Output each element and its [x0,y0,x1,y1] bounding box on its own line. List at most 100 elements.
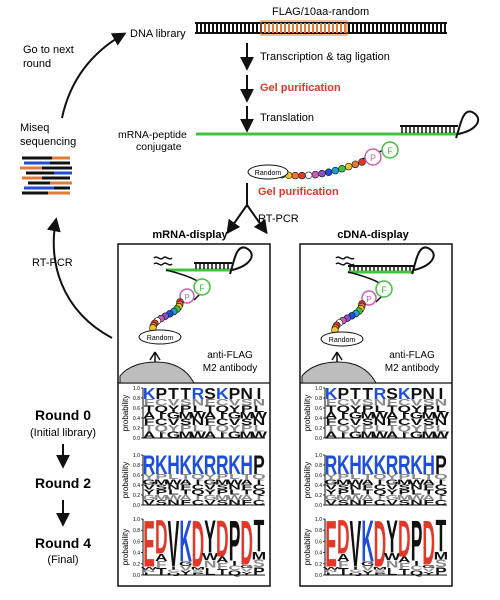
logo-letter: L [168,488,179,496]
logo-letter: S [253,558,265,570]
peptide-bead [298,171,306,180]
logo-letter: W [226,478,243,486]
logo-letter: A [204,430,217,440]
logo-letter: P [155,473,167,481]
logo-letter: V [229,417,242,427]
logo-letter: C [349,569,362,573]
logo-letter: I [159,430,164,440]
logo-letter: W [372,430,390,440]
logo-letter: S [362,417,374,427]
logo-letter: A [361,493,374,501]
logo-letter: I [402,430,407,440]
logo-letter: T [241,488,252,496]
logo-letter: C [192,483,205,491]
logo-letter: W [433,410,451,420]
logo-letter: G [385,493,399,501]
logo-letter: F [156,559,167,570]
logo-letter: Y [350,404,363,414]
logo-y-label: probability [121,462,130,498]
random-region-mrna-panel [138,329,182,345]
peptide-bead [311,170,320,179]
p-tag-label-conjugate: P [370,153,376,163]
logo-letter: G [167,410,181,420]
logo-letter: G [179,560,193,567]
logo-letter: N [435,397,448,407]
logo-letter: A [143,410,156,420]
logo-letter: W [408,493,425,501]
logo-letter-top: D [155,510,168,565]
peptide-bead [318,169,326,178]
logo-letter: N [349,483,362,491]
logo-letter: L [411,473,422,481]
logo-tick-label: 1.0 [315,453,322,459]
logo-tick-label: 0.4 [133,416,140,422]
logo-tick-label: 1.0 [133,517,140,523]
logo-letter: V [229,397,242,407]
logo-tick-label: 1.0 [133,386,140,392]
logo-letter: N [374,397,387,407]
dna-library-duplex [195,20,447,36]
logo-letter: L [229,488,240,496]
logo-letter: Y [362,569,374,576]
f-tag-label-conjugate: F [387,146,393,156]
logo-letter: I [220,410,225,420]
logo-letter: A [325,430,338,440]
logo-tick-label: 0.0 [133,573,140,579]
logo-letter: C [435,499,448,507]
logo-letter: Y [143,473,155,481]
logo-letter: V [168,397,181,407]
logo-letter-top: T [180,386,191,403]
logo-letter: I [402,410,407,420]
logo-letter: A [361,478,374,486]
logo-letter-top: H [422,450,435,480]
logo-letter: C [167,569,180,573]
logo-letter: L [254,423,265,433]
gel-purification-2: Gel purification [258,186,339,198]
logo-letter: I [256,493,261,501]
logo-letter: V [180,565,192,572]
logo-letter: Y [411,404,424,414]
logo-letter: N [204,559,217,571]
logo-letter: T [362,473,373,481]
logo-letter: C [374,483,387,491]
logo-letter: V [386,499,398,507]
logo-letter: P [180,423,192,433]
logo-letter: G [324,478,338,486]
logo-letter: S [216,483,228,491]
logo-letter-top: V [168,508,180,582]
logo-letter: P [398,473,410,481]
logo-letter: Y [180,569,192,576]
logo-letter: V [143,483,155,491]
antibody-label-line1-mrna: anti-FLAG [207,350,253,361]
peptide-bead [324,168,333,176]
round2-title: Round 2 [35,475,91,491]
logo-letter: A [325,410,338,420]
logo-letter-top: P [229,386,241,403]
logo-letter-top: D [216,511,229,569]
logo-letter: S [423,397,435,407]
logo-tick-label: 0.6 [315,406,322,412]
logo-letter: N [349,499,362,507]
logo-letter: M [421,410,435,420]
logo-letter: I [377,493,382,501]
logo-letter-top: D [192,508,205,582]
logo-letter: Y [411,423,424,433]
logo-letter: A [204,410,217,420]
logo-letter-top: D [240,507,253,578]
p-tag-cdna-panel [361,290,377,306]
logo-letter: Q [398,404,412,414]
logo-y-label: probability [303,395,312,431]
round4-subtitle: (Final) [47,554,78,566]
logo-letter: S [398,499,410,507]
peptide-bead [344,162,353,171]
logo-letter: N [192,397,205,407]
logo-letter: S [192,569,204,573]
logo-letter-top: T [254,512,265,562]
dna-hairpin-conjugate [400,125,458,133]
logo-letter: T [326,423,337,433]
logo-letter-top: E [325,508,337,582]
logo-letter: S [337,483,349,491]
logo-letter: S [216,499,228,507]
logo-letter: V [325,499,337,507]
